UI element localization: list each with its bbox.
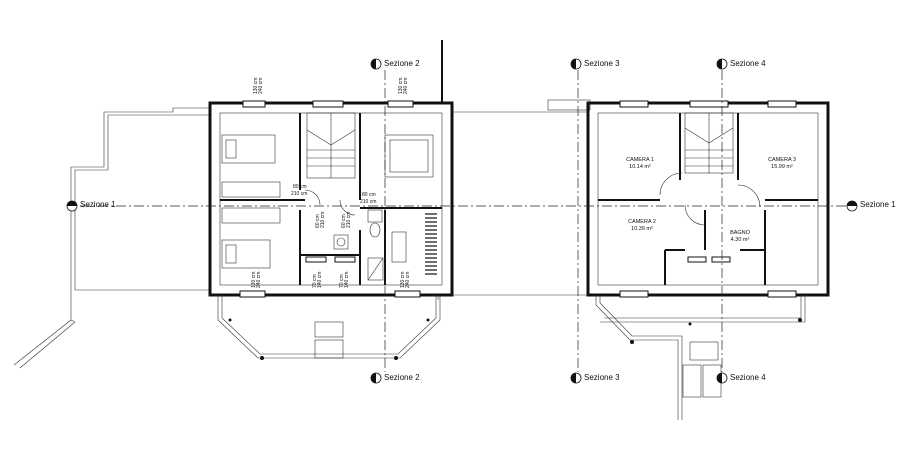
dim-win-bot-b-2: 140 cm [317, 272, 323, 288]
dim-win-top-a-2: 240 cm [258, 78, 264, 94]
section-2-bottom-label: Sezione 2 [384, 373, 420, 382]
section-1-left-marker: Sezione 1 [66, 200, 116, 212]
section-markers: Sezione 1 Sezione 1 Sezione 2 Sezione 2 … [66, 58, 896, 384]
section-3-bottom-label: Sezione 3 [584, 373, 620, 382]
dim-win-bot-c-1: 70 cm [339, 274, 345, 288]
section-4-top-label: Sezione 4 [730, 59, 766, 68]
dim-win-top-b-2: 240 cm [403, 78, 409, 94]
dim-win-bot-d-2: 240 cm [405, 272, 411, 288]
bagno-name: BAGNO [730, 230, 751, 236]
camera-3-name: CAMERA 3 [768, 157, 796, 163]
dim-door-bath-b-1: 60 cm [341, 214, 347, 228]
section-2-bottom-marker: Sezione 2 [370, 372, 420, 384]
dim-win-top-a-1: 130 cm [253, 78, 259, 94]
dim-door-bath-b-2: 210 cm [346, 212, 352, 228]
camera-1-area: 10.14 m² [629, 164, 651, 170]
section-1-right-label: Sezione 1 [860, 200, 896, 209]
dim-win-bot-a-1: 130 cm [251, 272, 257, 288]
dim-win-bot-d-1: 130 cm [400, 272, 406, 288]
camera-2-name: CAMERA 2 [628, 219, 656, 225]
left-terrace [13, 107, 210, 369]
middle-connector [437, 40, 591, 300]
section-4-bottom-marker: Sezione 4 [716, 372, 766, 384]
section-1-left-label: Sezione 1 [80, 200, 116, 209]
section-3-top-marker: Sezione 3 [570, 58, 620, 70]
camera-3-area: 15.99 m² [771, 164, 793, 170]
bagno-area: 4.30 m² [731, 237, 750, 243]
dim-win-top-b-1: 130 cm [398, 78, 404, 94]
dim-door-hall-b-1: 80 cm [362, 192, 376, 198]
section-3-bottom-marker: Sezione 3 [570, 372, 620, 384]
section-1-right-marker: Sezione 1 [846, 200, 896, 212]
left-unit-walls [208, 100, 454, 360]
camera-1-name: CAMERA 1 [626, 157, 654, 163]
dim-door-hall-a-1: 80 cm [293, 184, 307, 190]
dim-win-bot-a-2: 240 cm [256, 272, 262, 288]
section-2-top-marker: Sezione 2 [370, 58, 420, 70]
section-3-top-label: Sezione 3 [584, 59, 620, 68]
right-unit-walls [586, 100, 830, 420]
dim-door-bath-a-1: 60 cm [315, 214, 321, 228]
dim-win-bot-b-1: 70 cm [312, 274, 318, 288]
dim-door-bath-a-2: 210 cm [320, 212, 326, 228]
room-labels: CAMERA 1 10.14 m² CAMERA 2 10.39 m² CAME… [626, 157, 796, 243]
section-4-bottom-label: Sezione 4 [730, 373, 766, 382]
section-2-top-label: Sezione 2 [384, 59, 420, 68]
camera-2-area: 10.39 m² [631, 226, 653, 232]
section-4-top-marker: Sezione 4 [716, 58, 766, 70]
dimension-notes: 130 cm 240 cm 130 cm 240 cm 80 cm 210 cm… [251, 78, 411, 288]
section-lines [80, 70, 850, 372]
dim-door-hall-b-2: 210 cm [360, 199, 376, 205]
dim-win-bot-c-2: 140 cm [344, 272, 350, 288]
dim-door-hall-a-2: 210 cm [291, 191, 307, 197]
